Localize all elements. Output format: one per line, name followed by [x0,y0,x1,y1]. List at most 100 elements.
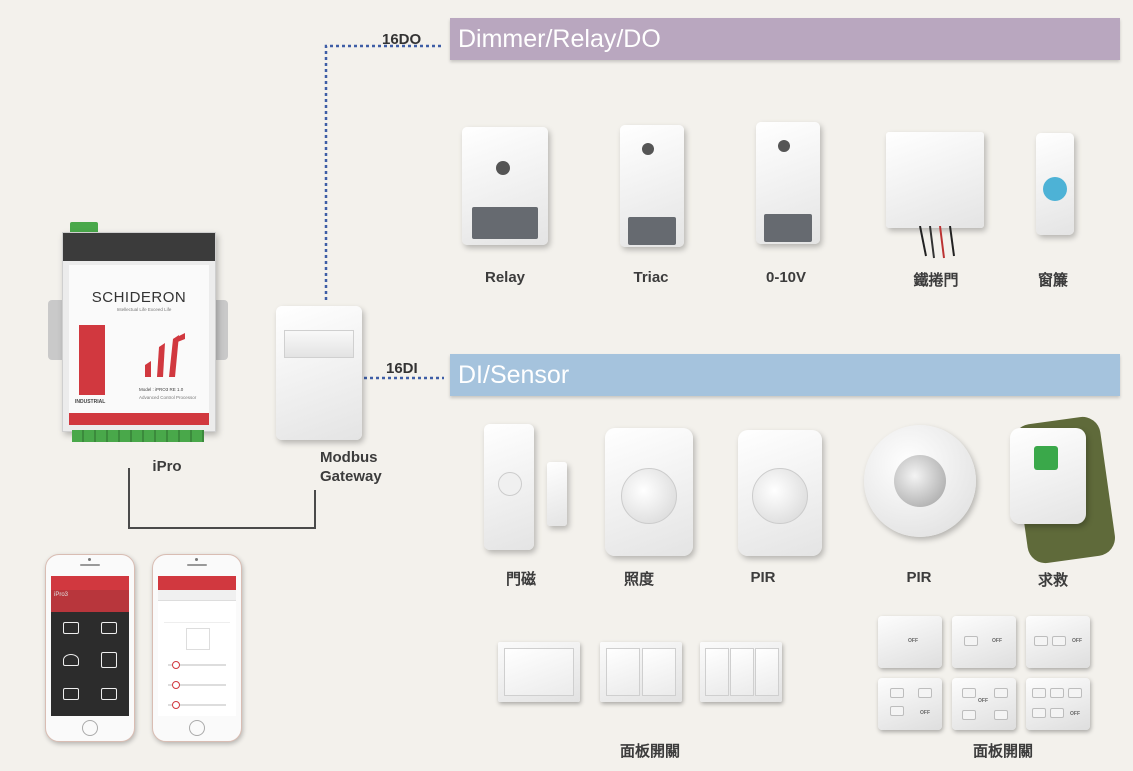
touch-panel-3-btn-b [1052,636,1066,646]
touch-panel-6-btn-e [1050,708,1064,718]
di-connector-label: 16DI [386,360,418,377]
touch-panel-3-off: OFF [1072,638,1082,644]
phone-right-speaker [187,564,207,566]
gateway-label-line1: Modbus [320,449,378,466]
touch-panel-1: OFF [878,616,942,668]
phone-right-slider-knob-2 [172,681,180,689]
shutter-device [886,132,984,228]
wall-switch-3gang-rocker-left [705,648,729,696]
touch-panels-label: 面板開關 [972,743,1033,760]
sos-green-button [1034,446,1058,470]
touch-panel-5-btn-a [962,688,976,698]
phone-right-slider-knob-1 [172,661,180,669]
shutter-wires [919,226,955,259]
phone-right-topbar [158,576,236,590]
triac-device [620,125,684,247]
ipro-label: iPro [152,458,182,475]
relay-terminal-window [472,207,538,239]
touch-panel-4: OFF [878,678,942,730]
output-device-label-relay: Relay [484,269,526,286]
touch-panel-6-off: OFF [1070,711,1080,717]
wall-switch-3gang [700,642,782,702]
touch-panel-6-btn-c [1068,688,1082,698]
wall-switch-3gang-rocker-right [755,648,779,696]
touch-panel-5-btn-c [962,710,976,720]
do-dotted-line [324,44,444,300]
output-device-label-curtain: 窗簾 [1037,272,1068,289]
door-magnet [547,462,567,526]
gateway-window [284,330,354,358]
phone-left-tile-icon-5 [63,688,79,700]
dimmer-0-10v-device [756,122,820,244]
wall-switch-2gang-rocker-left [606,648,640,696]
touch-panel-6-btn-a [1032,688,1046,698]
rocker-panels-label: 面板開關 [619,743,680,760]
touch-panel-6-btn-d [1032,708,1046,718]
input-device-label-sos: 求救 [1037,572,1068,589]
pir-ceiling-lens [894,455,946,507]
pir-wall-lens [752,468,808,524]
touch-panel-4-btn-a [890,688,904,698]
ipro-tagline: Intellectual Life Exceed Life [116,307,172,312]
touch-panel-3-btn-a [1034,636,1048,646]
door-contact-device [484,424,534,550]
phone-left-topbar [51,576,129,590]
phone-right-slider-knob-3 [172,701,180,709]
ipro-gateway-line [128,468,316,529]
wall-switch-2gang-rocker-right [642,648,676,696]
terminal-top [70,222,98,234]
phone-right [152,554,242,742]
pir-ceiling-device [864,425,976,537]
phone-left-speaker [80,564,100,566]
phone-right-bulb-row [164,608,230,623]
output-device-label-triac: Triac [633,269,669,286]
terminal-bottom [72,430,204,442]
ipro-model-text: Model : iPRO3 [139,387,169,392]
ipro-top-strip [63,233,215,261]
sos-button-device [1010,428,1086,524]
ipro-version-text: RE 1.0 [169,387,184,392]
touch-panel-3: OFF [1026,616,1090,668]
phone-right-scene-box [186,628,210,650]
curtain-button [1043,177,1067,201]
ipro-brand: SCHIDERON [91,289,187,306]
input-device-label-pir-ceiling: PIR [906,569,932,586]
dimmer-terminal-window [764,214,812,242]
phone-right-slider-2 [168,684,226,686]
input-device-label-lux: 照度 [623,571,654,588]
ipro-controller: SCHIDERON Intellectual Life Exceed Life … [48,222,228,444]
phone-left-camera [88,558,91,561]
touch-panel-6-btn-b [1050,688,1064,698]
wall-switch-3gang-rocker-mid [730,648,754,696]
ipro-body: SCHIDERON Intellectual Life Exceed Life … [62,232,216,432]
modbus-gateway-device [276,306,362,440]
wall-switch-2gang [600,642,682,702]
relay-device [462,127,548,245]
touch-panel-1-off: OFF [908,638,918,644]
dimmer-sensor-eye [778,140,790,152]
phone-right-camera [195,558,198,561]
do-connector-label: 16DO [382,31,422,48]
phone-right-slider-1 [168,664,226,666]
ipro-industrial-label: INDUSTRIAL [75,399,106,405]
phone-left-tile-icon-6 [101,688,117,700]
phone-right-home-button [189,720,205,736]
touch-panel-2-btn [964,636,978,646]
phone-left-home-button [82,720,98,736]
touch-panel-4-btn-b [918,688,932,698]
input-banner: DI/Sensor [450,354,1120,396]
touch-panel-2-off: OFF [992,638,1002,644]
phone-left-tile-icon-3 [63,654,79,666]
phone-left-screen: iPro3 [51,576,129,716]
touch-panel-5-btn-d [994,710,1008,720]
gateway-label-line2: Gateway [320,468,382,485]
ipro-model: Model : iPRO3 RE 1.0 [139,387,183,392]
touch-panel-6: OFF [1026,678,1090,730]
phone-right-tabbar [158,590,236,601]
output-banner: Dimmer/Relay/DO [450,18,1120,60]
curtain-device [1036,133,1074,235]
lux-sensor-device [605,428,693,556]
ipro-red-panel [79,325,105,395]
phone-left-account: iPro3 [51,590,129,612]
